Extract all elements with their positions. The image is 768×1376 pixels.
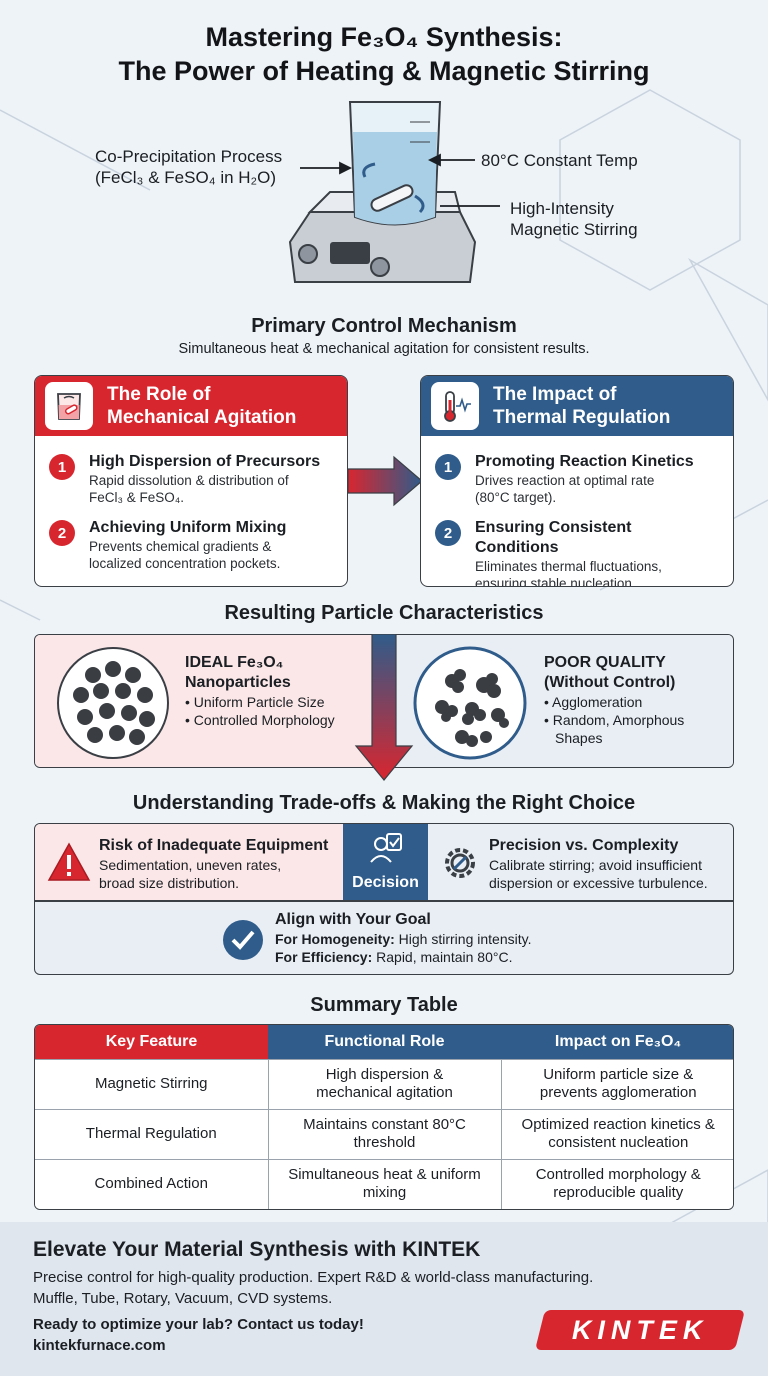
thermal-step-2: 2 Ensuring Consistent Conditions Elimina… <box>435 518 719 586</box>
precision-panel <box>428 824 733 900</box>
summary-table: Key Feature Functional Role Impact on Fe… <box>35 1025 733 1209</box>
thermal-card: The Impact of Thermal Regulation 1 Promo… <box>420 375 734 587</box>
agglomerated-particles-icon <box>413 646 527 760</box>
warning-icon <box>47 842 91 881</box>
beaker-icon <box>45 382 93 430</box>
decision-check-icon <box>370 833 402 863</box>
agitation-card: The Role of Mechanical Agitation 1 High … <box>34 375 348 587</box>
footer-url-link[interactable]: kintekfurnace.com <box>33 1337 166 1354</box>
ideal-particles-panel: IDEAL Fe₃O₄ Nanoparticles • Uniform Part… <box>35 635 384 767</box>
title-line-1: Mastering Fe₃O₄ Synthesis: <box>205 22 563 52</box>
header-impact: Impact on Fe₃O₄ <box>501 1025 733 1059</box>
primary-control-title: Primary Control Mechanism <box>251 315 517 337</box>
page-title: Mastering Fe₃O₄ Synthesis: The Power of … <box>0 20 768 88</box>
poor-quality-panel: POOR QUALITY (Without Control) • Agglome… <box>384 635 733 767</box>
down-arrow-icon <box>354 634 414 781</box>
agitation-step-1: 1 High Dispersion of Precursors Rapid di… <box>49 452 333 506</box>
header-key-feature: Key Feature <box>35 1025 268 1059</box>
temp-label: 80°C Constant Temp <box>481 151 638 170</box>
thermometer-icon <box>431 382 479 430</box>
footer-line-1: Precise control for high-quality product… <box>33 1269 594 1286</box>
tradeoffs-divider <box>35 900 733 902</box>
right-arrow-icon <box>347 455 423 507</box>
stirring-label: High-Intensity Magnetic Stirring <box>510 199 638 239</box>
ideal-nanoparticles-icon <box>57 647 169 759</box>
primary-control-subtitle: Simultaneous heat & mechanical agitation… <box>178 341 590 357</box>
risk-panel <box>35 824 343 900</box>
decision-badge: Decision <box>343 824 428 900</box>
footer-cta: Ready to optimize your lab? Contact us t… <box>33 1316 364 1333</box>
table-row: Thermal Regulation Maintains constant 80… <box>35 1108 733 1159</box>
thermal-step-1: 1 Promoting Reaction Kinetics Drives rea… <box>435 452 719 506</box>
footer-title: Elevate Your Material Synthesis with KIN… <box>33 1238 481 1261</box>
thermal-card-header: The Impact of Thermal Regulation <box>421 376 733 436</box>
footer-line-2: Muffle, Tube, Rotary, Vacuum, CVD system… <box>33 1290 333 1307</box>
results-box: IDEAL Fe₃O₄ Nanoparticles • Uniform Part… <box>34 634 734 768</box>
header-functional-role: Functional Role <box>268 1025 501 1059</box>
tradeoffs-box: Risk of Inadequate Equipment Sedimentati… <box>34 823 734 975</box>
process-label: Co-Precipitation Process (FeCl₃ & FeSO₄ … <box>95 147 283 187</box>
agitation-step-2: 2 Achieving Uniform Mixing Prevents chem… <box>49 518 333 572</box>
table-row: Magnetic Stirring High dispersion &mecha… <box>35 1058 733 1109</box>
kintek-logo: KINTEK <box>535 1310 745 1350</box>
summary-title: Summary Table <box>310 994 458 1016</box>
summary-table-wrapper: Key Feature Functional Role Impact on Fe… <box>34 1024 734 1210</box>
hotplate-stirrer-illustration <box>288 101 477 283</box>
results-title: Resulting Particle Characteristics <box>224 602 544 624</box>
footer: Elevate Your Material Synthesis with KIN… <box>0 1222 768 1376</box>
gear-wrench-icon <box>445 848 475 878</box>
label-pointers <box>300 153 500 207</box>
checkmark-circle-icon <box>223 920 263 960</box>
agitation-card-header: The Role of Mechanical Agitation <box>35 376 347 436</box>
table-row: Combined Action Simultaneous heat & unif… <box>35 1158 733 1209</box>
title-line-2: The Power of Heating & Magnetic Stirring <box>118 56 650 86</box>
tradeoffs-title: Understanding Trade-offs & Making the Ri… <box>132 792 636 814</box>
